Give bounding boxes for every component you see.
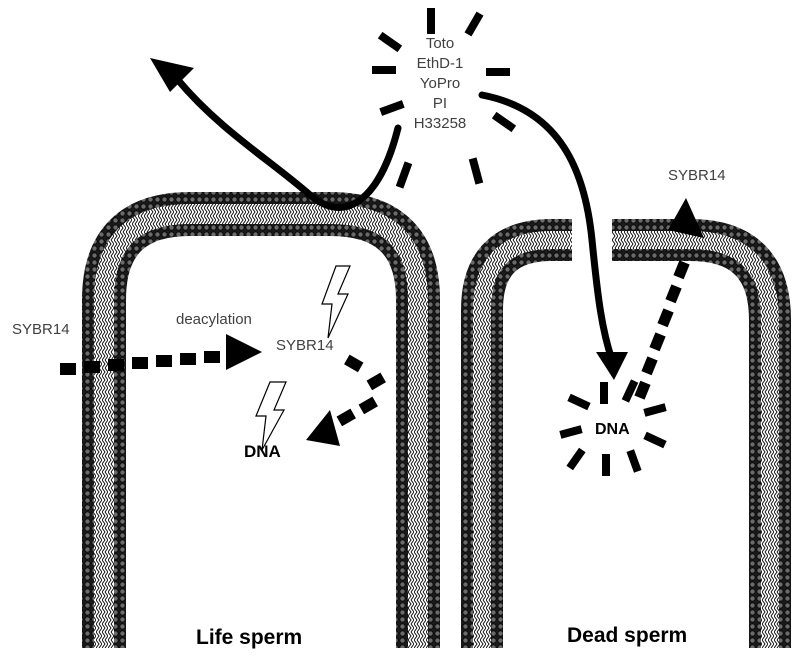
dye-list: Toto EthD-1 YoPro PI H33258: [414, 35, 467, 132]
sybr14-inside-label: SYBR14: [276, 337, 334, 354]
dna-dead-label: DNA: [595, 421, 630, 438]
dead-sperm-membrane: [482, 240, 770, 648]
dye-yopro: YoPro: [420, 75, 460, 92]
arrowhead: [596, 352, 628, 380]
lightning-bolt-icon: [256, 382, 286, 450]
dead-membrane-right-tails: [612, 240, 770, 648]
live-membrane-tails: [104, 214, 418, 648]
ray: [486, 68, 510, 76]
sybr14-outside-label: SYBR14: [12, 321, 70, 338]
life-sperm-title: Life sperm: [196, 626, 302, 649]
dye-excluded-arrow: [150, 58, 398, 207]
arrowhead: [306, 410, 340, 446]
sybr14-dead-label: SYBR14: [668, 167, 726, 184]
dead-membrane-right-beads: [612, 240, 770, 648]
live-sperm-membrane: [104, 214, 418, 648]
dye-pi: PI: [433, 95, 447, 112]
ray: [469, 157, 483, 184]
dye-ethd1: EthD-1: [417, 55, 464, 72]
dna-binding-arrow: [306, 355, 386, 446]
ray: [379, 100, 404, 116]
live-membrane-outer-beads: [104, 214, 418, 648]
ray: [492, 112, 516, 132]
lightning-bolt-icon: [322, 266, 350, 338]
ray: [372, 66, 396, 74]
dead-sperm-title: Dead sperm: [567, 624, 687, 647]
dead-membrane-left-beads: [482, 240, 572, 648]
ray: [378, 32, 402, 52]
dye-h33258: H33258: [414, 115, 467, 132]
ray: [465, 12, 484, 37]
deacylation-label: deacylation: [176, 311, 252, 328]
dye-toto: Toto: [426, 35, 454, 52]
ray: [396, 161, 412, 188]
dna-live-label: DNA: [244, 442, 281, 461]
arrowhead: [226, 334, 262, 370]
ray: [427, 8, 435, 34]
